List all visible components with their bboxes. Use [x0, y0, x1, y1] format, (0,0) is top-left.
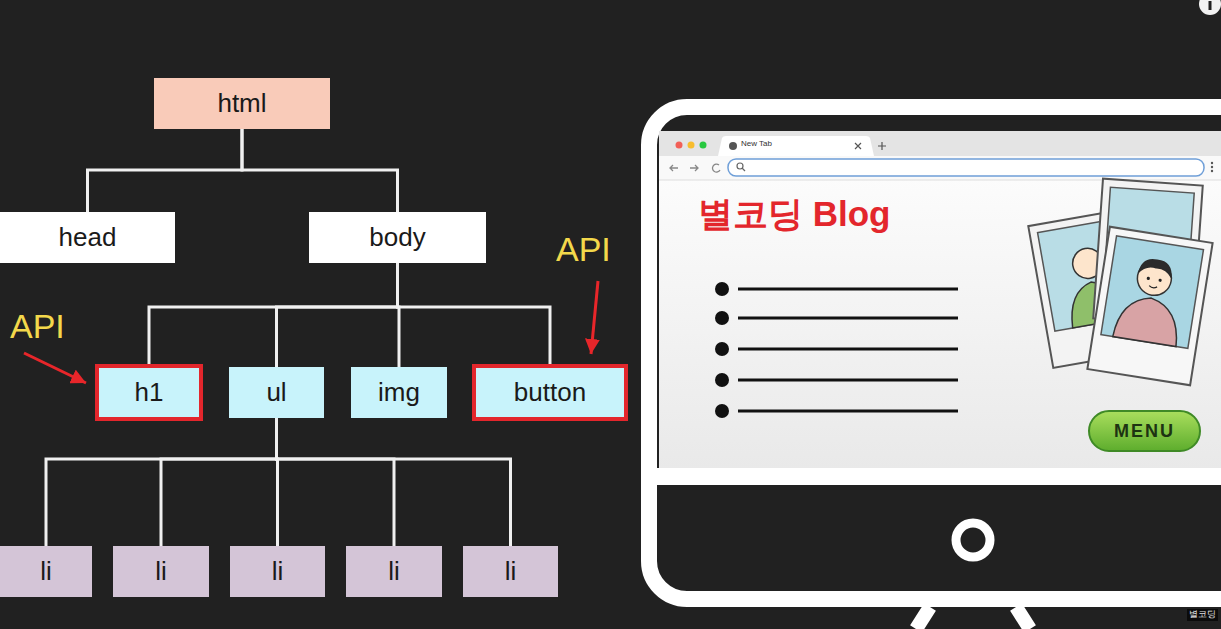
forward-icon [690, 165, 698, 171]
node-label: body [369, 223, 425, 253]
monitor-stand [916, 607, 1030, 629]
watermark: 별코딩 [1187, 609, 1218, 621]
browser-tabbar [659, 131, 1221, 156]
bullet [715, 404, 729, 418]
address-bar [728, 159, 1204, 176]
person-hair [1138, 257, 1174, 279]
search-icon [742, 168, 745, 171]
leader-arrow [24, 353, 86, 383]
person-body [1113, 293, 1183, 346]
node-label: li [505, 557, 517, 587]
photo-image [1101, 236, 1204, 349]
dom-node: h1 [95, 364, 203, 421]
monitor-bezel [657, 468, 1221, 485]
dom-node: li [0, 546, 92, 597]
node-label: h1 [135, 378, 164, 408]
list-line [738, 379, 958, 382]
bullet [715, 282, 729, 296]
dom-node: li [113, 546, 209, 597]
node-label: head [59, 223, 117, 253]
tab-close [855, 143, 861, 149]
api-label: API [10, 308, 65, 345]
tree-link [88, 129, 243, 212]
monitor-frame [649, 107, 1221, 599]
node-label: html [217, 89, 266, 119]
window-dot [676, 142, 683, 149]
dom-node: img [351, 367, 447, 418]
reload-icon [712, 164, 720, 172]
bullet [715, 311, 729, 325]
photo-frame [1087, 227, 1212, 385]
tree-link [149, 263, 398, 364]
tree-link [277, 418, 395, 546]
list-line [738, 288, 958, 291]
browser-tab [718, 136, 874, 156]
power-button [956, 523, 990, 557]
dom-node: li [463, 546, 558, 597]
blog-title: 별코딩 Blog [698, 195, 890, 234]
node-label: li [155, 557, 167, 587]
node-label: li [40, 557, 52, 587]
person-eye [1146, 277, 1150, 281]
list-line [738, 348, 958, 351]
dom-node: head [0, 212, 175, 263]
window-dot [700, 142, 707, 149]
info-icon-glyph [1209, 1, 1212, 10]
bullet [715, 342, 729, 356]
browser-toolbar [659, 156, 1221, 180]
tree-link [242, 129, 398, 212]
dom-node: li [346, 546, 442, 597]
node-label: MENU [1114, 421, 1175, 442]
list-line [738, 410, 958, 413]
api-label: API [556, 231, 611, 268]
photo [1087, 227, 1212, 385]
tree-link [277, 418, 511, 546]
dom-node: html [154, 78, 330, 129]
tab-title: New Tab [741, 140, 772, 149]
window-dot [688, 142, 695, 149]
tree-link [161, 418, 277, 546]
dom-node: body [309, 212, 486, 263]
favicon [729, 142, 737, 150]
dom-node: button [472, 364, 628, 421]
node-label: img [378, 378, 420, 408]
tree-link [46, 418, 277, 546]
node-label: li [272, 557, 284, 587]
dom-node: li [230, 546, 325, 597]
tree-link [277, 263, 398, 367]
tree-link [398, 263, 551, 364]
node-label: ul [266, 378, 286, 408]
menu-dot [1211, 166, 1213, 168]
new-tab-plus [878, 142, 886, 150]
list-line [738, 317, 958, 320]
back-icon [670, 165, 678, 171]
bullet [715, 373, 729, 387]
info-icon [1199, 0, 1221, 15]
menu-dot [1211, 170, 1213, 172]
person-mouth [1149, 286, 1157, 289]
leader-arrow [591, 281, 598, 354]
menu-dot [1211, 162, 1213, 164]
person-eye [1158, 278, 1162, 282]
dom-node: ul [229, 367, 324, 418]
node-label: button [514, 378, 586, 408]
menu-button: MENU [1088, 410, 1201, 452]
node-label: li [388, 557, 400, 587]
monitor-screen [659, 131, 1221, 470]
